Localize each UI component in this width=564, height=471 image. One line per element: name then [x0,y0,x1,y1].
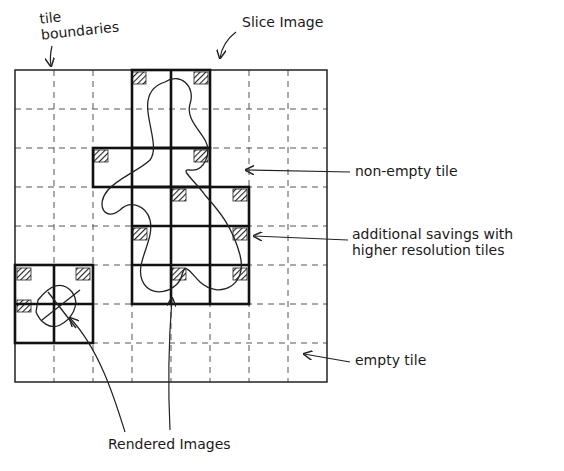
image-label: Slice Image [242,14,323,30]
callout-label: empty tile [355,352,426,368]
callout-label: non-empty tile [355,163,458,179]
grid-label: tile boundaries [39,1,132,42]
rendered-image [102,79,241,292]
callout-label: additional savings with higher resolutio… [352,226,557,258]
leader-lines [50,32,350,432]
non-empty-tiles [15,70,249,343]
slice-border [15,70,327,382]
callout-label: Rendered Images [108,436,231,452]
tile-grid [15,70,327,382]
